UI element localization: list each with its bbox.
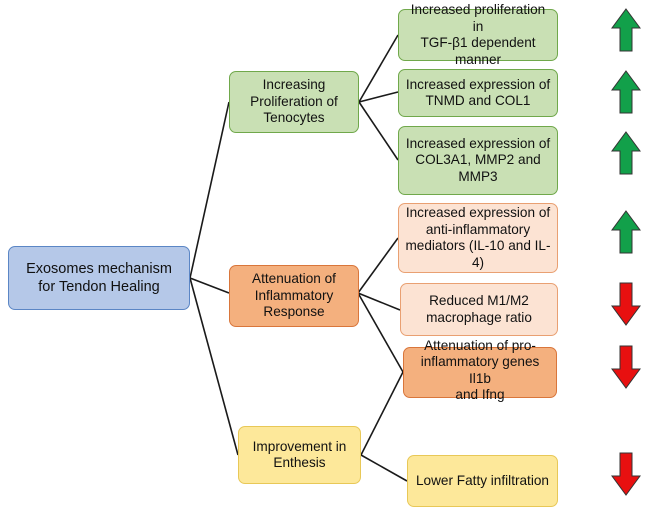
effect-m1-m2-ratio: Reduced M1/M2 macrophage ratio (400, 283, 558, 336)
connector-enthesis-effect-7 (360, 454, 408, 482)
effect-fatty-infiltration: Lower Fatty infiltration (407, 455, 558, 507)
up-arrow-icon (611, 70, 641, 114)
effect-tgf-proliferation: Increased proliferation in TGF-β1 depend… (398, 2, 558, 67)
category-proliferation: Increasing Proliferation of Tenocytes (229, 71, 359, 133)
connector-root-enthesis (189, 277, 239, 456)
root-node: Exosomes mechanism for Tendon Healing (8, 246, 190, 310)
connector-proliferation-effect-2 (358, 91, 399, 103)
category-enthesis: Improvement in Enthesis (238, 426, 361, 484)
connector-inflammatory-effect-5 (357, 292, 401, 311)
connector-proliferation-effect-3 (358, 101, 399, 161)
connector-inflammatory-effect-4 (357, 237, 399, 294)
effect-anti-inflammatory: Increased expression of anti-inflammator… (398, 203, 558, 273)
category-inflammatory-response: Attenuation of Inflammatory Response (229, 265, 359, 327)
effect-tnmd-col1: Increased expression of TNMD and COL1 (398, 69, 558, 117)
connector-enthesis-effect-6 (360, 371, 404, 456)
connector-root-inflammatory (189, 277, 230, 294)
connector-root-proliferation (189, 101, 230, 279)
effect-pro-inflammatory-genes: Attenuation of pro- inflammatory genes I… (403, 338, 557, 402)
connector-proliferation-effect-1 (358, 34, 399, 103)
up-arrow-icon (611, 210, 641, 254)
up-arrow-icon (611, 131, 641, 175)
effect-col3a1-mmp: Increased expression of COL3A1, MMP2 and… (398, 126, 558, 195)
down-arrow-icon (611, 345, 641, 389)
connector-inflammatory-effect-6 (357, 292, 404, 373)
down-arrow-icon (611, 282, 641, 326)
up-arrow-icon (611, 8, 641, 52)
down-arrow-icon (611, 452, 641, 496)
